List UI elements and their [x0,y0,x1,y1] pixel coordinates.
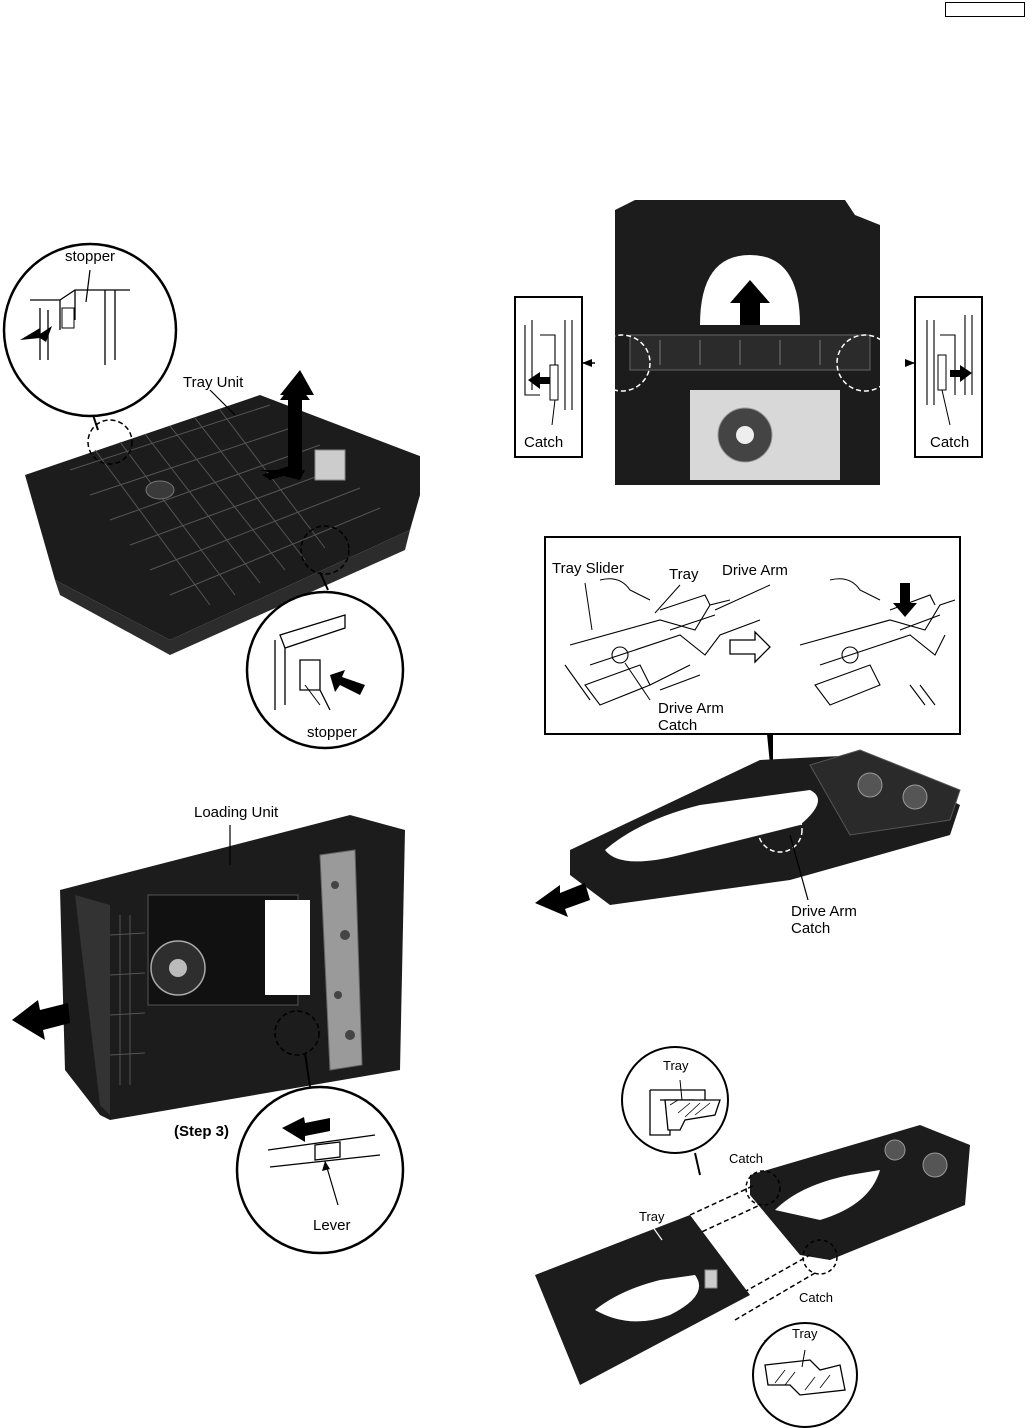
drive-arm-label: Drive Arm [722,562,788,579]
figure-loading-unit: Loading Unit (Step 3) Lever [0,795,420,1255]
catch-label-left: Catch [524,434,564,451]
step-3-label: (Step 3) [174,1123,230,1140]
drive-arm-catch-line2: Catch [791,920,831,937]
figure-catch-view: Catch Catch [510,195,990,490]
page-number-box [945,2,1025,17]
catch-label-top: Catch [729,1151,763,1166]
drive-arm-catch-inset-line2: Catch [658,717,698,734]
tray-unit-label: Tray Unit [183,374,244,391]
drive-arm-drawing [535,536,961,917]
tray-removal-drawing [535,1046,970,1428]
loading-unit-drawing [12,815,405,1255]
tray-label-inset: Tray [669,566,699,583]
catch-view-drawing [514,200,983,485]
tray-label-bottom-bubble: Tray [792,1326,818,1341]
tray-label: Tray [639,1209,665,1224]
catch-label-bottom: Catch [799,1290,833,1305]
tray-slider-label: Tray Slider [552,560,624,577]
tray-label-top-bubble: Tray [663,1058,689,1073]
figure-drive-arm: Tray Slider Tray Drive Arm Drive Arm Cat… [530,535,980,945]
drive-arm-catch-line1: Drive Arm [791,903,857,920]
figure-tray-removal: Tray Catch Tray Catch Tray [520,1045,980,1428]
drive-arm-catch-inset-line1: Drive Arm [658,700,724,717]
loading-unit-label: Loading Unit [194,804,279,821]
catch-label-right: Catch [930,434,970,451]
stopper-label-top: stopper [65,248,116,265]
stopper-label-bottom: stopper [307,724,358,741]
tray-unit-drawing [2,242,420,750]
lever-label: Lever [313,1217,351,1234]
figure-tray-unit: stopper Tray Unit stopper [0,230,420,770]
